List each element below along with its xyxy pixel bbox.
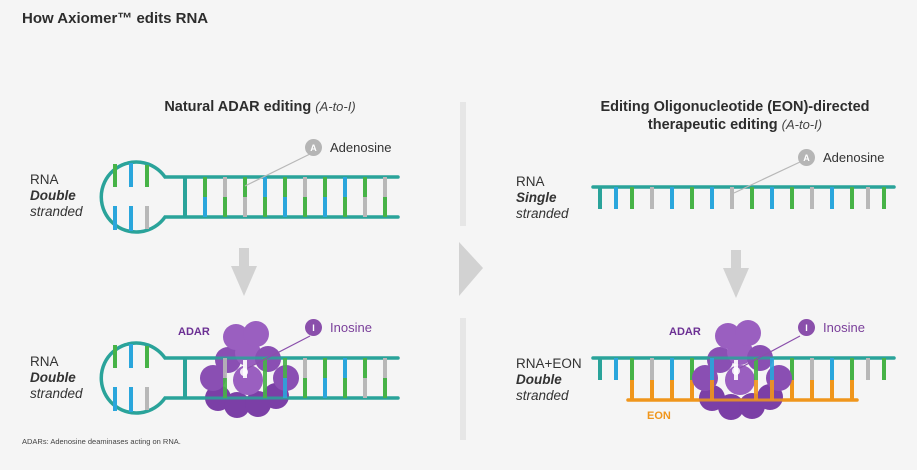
right-top-single-strand	[591, 161, 896, 209]
adenosine-icon: A	[305, 139, 322, 156]
inosine-label: Inosine	[330, 320, 372, 335]
hairpin-loop-bases	[113, 163, 149, 231]
hairpin-backbone	[99, 160, 400, 234]
eon-bases	[630, 380, 854, 400]
rna-label-main: RNA	[516, 174, 545, 189]
rna-label-main: RNA+EON	[516, 356, 582, 371]
rna-label-strength: Double	[30, 188, 76, 203]
chevron-right-icon	[459, 242, 483, 296]
right-heading: Editing Oligonucleotide (EON)-directed t…	[585, 98, 885, 134]
left-heading: Natural ADAR editing (A-to-I)	[110, 98, 410, 116]
adar-enzyme	[200, 321, 300, 418]
left-top-hairpin	[99, 153, 400, 234]
rna-label-main: RNA	[30, 354, 59, 369]
inosine-icon: I	[305, 319, 322, 336]
rna-label-kind: stranded	[516, 388, 569, 403]
adenosine-pointer	[244, 153, 311, 187]
base-pairs	[183, 177, 387, 217]
page-title: How Axiomer™ edits RNA	[22, 10, 209, 27]
left-bottom-rna-label: RNA Double stranded	[30, 354, 83, 402]
inosine-icon: I	[798, 319, 815, 336]
rna-label-strength: Double	[30, 370, 76, 385]
footnote: ADARs: Adenosine deaminases acting on RN…	[22, 437, 181, 446]
rna-label-kind: stranded	[516, 206, 569, 221]
adenosine-pointer	[733, 161, 801, 194]
inosine-pointer	[247, 335, 311, 369]
right-down-arrow-icon	[723, 250, 749, 298]
left-heading-text: Natural ADAR editing	[164, 99, 312, 115]
right-inosine-marker: I Inosine	[798, 319, 865, 336]
rna-label-strength: Single	[516, 190, 557, 205]
strand-bases	[598, 187, 886, 209]
adenosine-label: Adenosine	[823, 150, 885, 165]
rna-label-main: RNA	[30, 172, 59, 187]
right-top-rna-label: RNA Single stranded	[516, 174, 569, 222]
left-adar-label: ADAR	[178, 326, 210, 338]
rna-bases	[598, 358, 886, 380]
adenosine-icon: A	[798, 149, 815, 166]
right-heading-line2: therapeutic editing	[647, 117, 778, 133]
base-pairs	[183, 358, 387, 398]
inosine-pointer	[739, 335, 801, 369]
right-bottom-duplex	[591, 320, 896, 420]
left-inosine-marker: I Inosine	[305, 319, 372, 336]
right-adenosine-marker: A Adenosine	[798, 149, 884, 166]
hairpin-backbone	[99, 341, 400, 415]
adar-enzyme	[692, 320, 792, 420]
right-heading-note: (A-to-I)	[781, 117, 823, 132]
inosine-label: Inosine	[823, 320, 865, 335]
left-heading-note: (A-to-I)	[315, 99, 356, 114]
right-bottom-rna-label: RNA+EON Double stranded	[516, 356, 582, 404]
rna-label-strength: Double	[516, 372, 562, 387]
right-heading-line1: Editing Oligonucleotide (EON)-directed	[600, 99, 870, 115]
rna-label-kind: stranded	[30, 204, 83, 219]
left-adenosine-marker: A Adenosine	[305, 139, 391, 156]
rna-label-kind: stranded	[30, 386, 83, 401]
hairpin-loop-bases	[113, 344, 149, 412]
left-bottom-hairpin	[99, 321, 400, 418]
left-down-arrow-icon	[231, 248, 257, 296]
adenosine-label: Adenosine	[330, 140, 392, 155]
left-top-rna-label: RNA Double stranded	[30, 172, 83, 220]
eon-label: EON	[647, 410, 671, 422]
right-adar-label: ADAR	[669, 326, 701, 338]
